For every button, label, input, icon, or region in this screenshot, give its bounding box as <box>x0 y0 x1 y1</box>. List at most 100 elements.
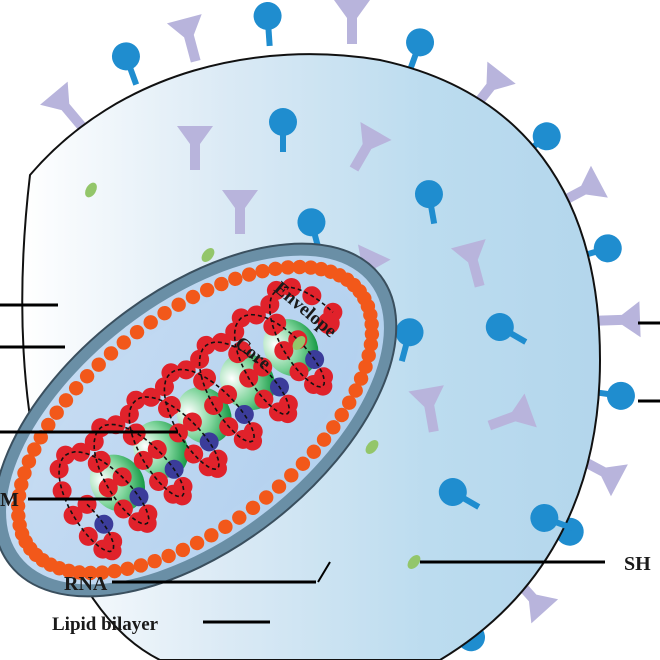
matrix-protein-ring <box>10 259 380 581</box>
rna-bead <box>246 305 266 325</box>
matrix-bead <box>79 369 95 384</box>
nucleoprotein-bead <box>94 514 114 534</box>
matrix-bead <box>292 259 307 275</box>
matrix-bead <box>232 510 247 525</box>
matrix-bead <box>326 420 341 435</box>
lilac-y-spike-icon <box>166 14 214 66</box>
matrix-bead <box>295 456 311 471</box>
rna-bead <box>126 390 146 410</box>
matrix-bead <box>133 558 149 573</box>
matrix-bead <box>342 395 357 410</box>
lilac-y-spike-icon <box>595 301 641 339</box>
lilac-y-spike-icon <box>334 0 370 44</box>
matrix-bead <box>143 315 158 330</box>
rna-bead <box>204 395 224 415</box>
matrix-bead <box>199 282 215 298</box>
matrix-bead <box>255 263 270 279</box>
matrix-bead <box>103 346 119 361</box>
rna-bead <box>193 371 213 391</box>
matrix-bead <box>147 553 162 569</box>
rna-bead <box>168 423 188 443</box>
matrix-bead <box>334 407 349 423</box>
sh-label: SH <box>624 553 651 575</box>
matrix-bead <box>58 393 74 408</box>
matrix-bead <box>83 565 98 581</box>
matrix-bead <box>348 383 363 398</box>
matrix-bead <box>157 305 172 321</box>
matrix-bead <box>94 565 110 580</box>
matrix-bead <box>120 561 135 577</box>
core-cutaway <box>0 242 398 598</box>
rna-bead <box>163 484 183 504</box>
matrix-bead <box>204 528 219 543</box>
matrix-bead <box>11 488 27 503</box>
matrix-bead <box>185 289 201 305</box>
matrix-bead <box>346 277 362 293</box>
matrix-bead <box>41 417 56 433</box>
matrix-bead <box>363 337 379 352</box>
matrix-bead <box>358 359 373 375</box>
matrix-bead <box>284 468 299 483</box>
rna-bead <box>317 312 340 335</box>
matrix-bead <box>306 444 322 459</box>
nucleoprotein-bead <box>234 404 254 424</box>
matrix-bead <box>268 261 283 277</box>
matrix-bead <box>353 371 369 386</box>
rna-bead <box>182 412 202 432</box>
matrix-bead <box>129 324 145 340</box>
lipid-bilayer-label: Lipid bilayer <box>52 614 159 635</box>
rna-bead <box>63 505 83 525</box>
ribonucleoprotein-helix <box>49 278 343 561</box>
matrix-bead <box>218 519 233 535</box>
matrix-bead <box>241 267 257 282</box>
matrix-bead <box>91 357 106 372</box>
rna-label: RNA <box>64 573 108 595</box>
rna-bead <box>87 453 107 473</box>
sh-proteins <box>85 182 421 569</box>
matrix-bead <box>21 454 37 469</box>
matrix-bead <box>10 498 26 514</box>
matrix-bead <box>17 465 32 481</box>
matrix-bead <box>271 479 287 494</box>
rna-bead <box>149 471 169 491</box>
matrix-bead <box>49 405 64 420</box>
matrix-bead <box>107 563 122 579</box>
nucleoprotein-bead <box>199 432 219 452</box>
matrix-bead <box>161 548 176 564</box>
rna-bead <box>106 415 126 435</box>
rna-bead <box>141 387 161 407</box>
sh-protein-icon <box>201 248 215 262</box>
matrix-bead <box>116 335 131 350</box>
rna-bead <box>161 363 181 383</box>
matrix-bead <box>316 432 332 447</box>
matrix-bead <box>228 271 243 287</box>
rna-bead <box>266 280 286 300</box>
matrix-bead <box>189 535 205 551</box>
matrix-bead <box>259 490 274 505</box>
blue-glycoprotein-spike-icon <box>108 38 149 89</box>
rna-bead <box>268 402 288 422</box>
callout-lines <box>0 303 660 624</box>
matrix-bead <box>361 348 376 363</box>
matrix-label: M <box>0 489 19 511</box>
matrix-bead <box>214 276 229 292</box>
blue-glycoprotein-spike-icon <box>253 1 284 47</box>
matrix-bead <box>364 326 380 342</box>
rna-bead <box>52 481 72 501</box>
matrix-bead <box>175 542 191 558</box>
matrix-bead <box>280 260 296 275</box>
matrix-bead <box>245 500 261 516</box>
matrix-bead <box>33 430 48 445</box>
rna-bead <box>289 362 309 382</box>
rna-bead <box>184 444 204 464</box>
sh-protein-icon <box>365 440 379 454</box>
matrix-bead <box>27 442 42 457</box>
matrix-bead <box>171 297 186 312</box>
matrix-bead <box>68 381 84 396</box>
sh-protein-icon <box>292 336 306 350</box>
matrix-bead <box>14 477 29 492</box>
rna-bead <box>128 512 148 532</box>
sh-protein-icon <box>85 182 97 198</box>
sh-protein-icon <box>407 555 421 569</box>
